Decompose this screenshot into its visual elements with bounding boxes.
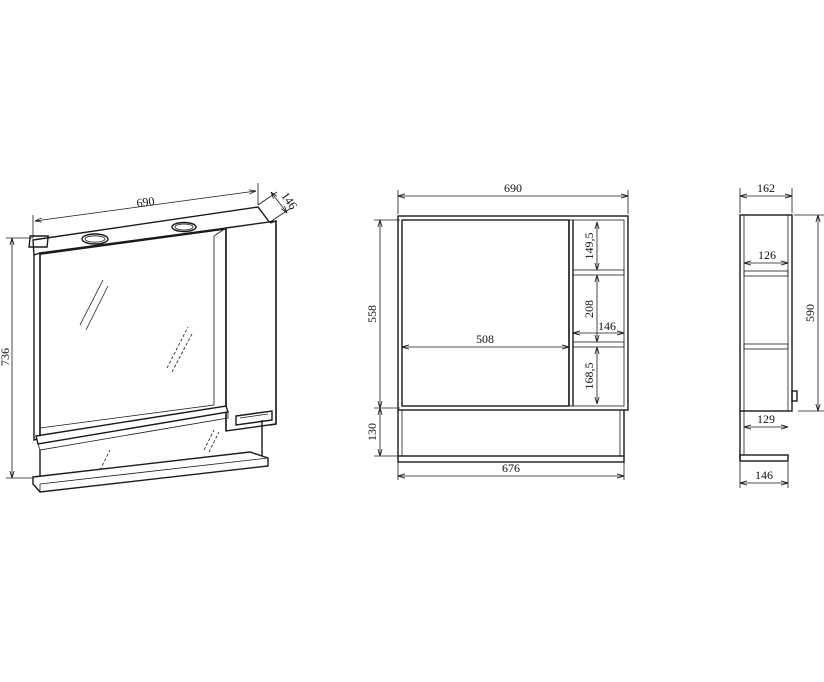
dimension-line (35, 191, 256, 221)
dimension-label: 146 (755, 468, 773, 482)
dimension-label: 130 (365, 423, 379, 441)
dimension-label: 208 (582, 300, 596, 318)
lower-reflection-line (208, 431, 220, 453)
downlight-inner-icon (174, 223, 194, 231)
reflection-line (79, 279, 104, 326)
dimension-label: 146 (598, 319, 616, 333)
side-outline (739, 214, 793, 412)
front-outline (397, 215, 629, 411)
bottom-shelf-edge (39, 457, 269, 485)
downlight-icon (81, 233, 109, 245)
reflection-line (166, 326, 189, 369)
shelf-1 (572, 269, 625, 276)
cabinet-side (225, 220, 277, 432)
cabinet-right-edge (269, 220, 277, 426)
reflection-line (85, 285, 109, 331)
dimension-line (271, 192, 287, 213)
perspective-view: 690 146 736 (0, 183, 300, 493)
dimension-label: 676 (502, 461, 520, 475)
middle-shelf-under (37, 411, 229, 451)
mirror-inner-edge (213, 227, 227, 237)
reflection-line (171, 331, 194, 373)
dimension-label: 690 (136, 194, 156, 210)
bottom-shelf-front (397, 455, 625, 463)
socket-icon (28, 235, 49, 248)
side-bottom-shelf (739, 454, 789, 462)
mirror-inner-edge (39, 236, 215, 429)
side-view: 162 126 590 129 146 (739, 181, 824, 488)
dimension-label: 146 (278, 189, 300, 212)
mirror-area (401, 219, 570, 407)
dimension-label: 558 (365, 305, 379, 323)
dimension-label: 508 (476, 332, 494, 346)
dimension-label: 736 (0, 348, 12, 366)
dimension-label: 590 (803, 304, 817, 322)
front-view: 690 558 130 508 149,5 208 168,5 146 676 (365, 181, 629, 480)
dimension-label: 162 (757, 181, 775, 195)
lower-reflection-line (99, 449, 111, 471)
dimension-label: 168,5 (582, 363, 596, 390)
bottom-shelf (32, 451, 269, 493)
dimension-label: 149,5 (582, 233, 596, 260)
left-side-panel (33, 252, 41, 441)
shelf-2 (572, 341, 625, 348)
lower-reflection-line (203, 429, 215, 451)
dimension-label: 690 (504, 181, 522, 195)
dimension-label: 129 (757, 412, 775, 426)
dimension-label: 126 (758, 248, 776, 262)
side-handle (791, 390, 798, 402)
cabinet-handle-inner (239, 413, 269, 419)
mirror-frame (39, 227, 227, 439)
downlight-inner-icon (84, 235, 106, 243)
side-shelf-1 (743, 270, 789, 277)
dimension-line (257, 191, 278, 206)
side-shelf-2 (743, 343, 789, 350)
